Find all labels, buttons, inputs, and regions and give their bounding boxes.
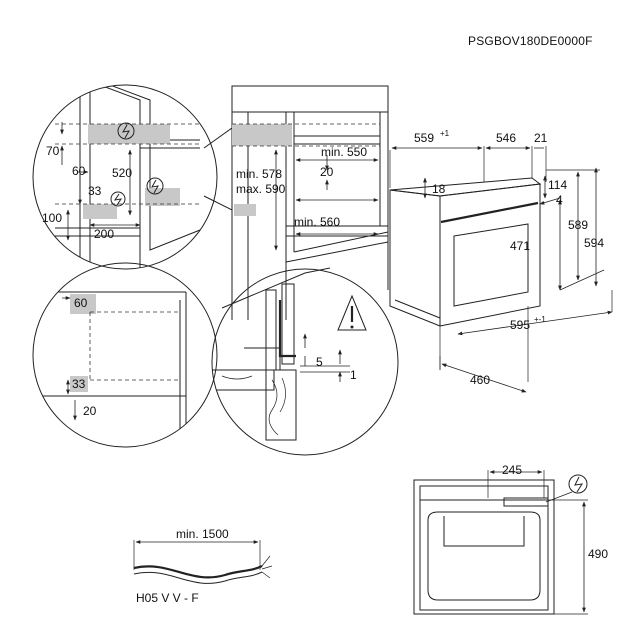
dim-label: 20 (320, 165, 334, 179)
dim-label: 100 (42, 211, 62, 225)
dim-label: +-1 (534, 315, 546, 324)
oven-diagram: 559 +1 546 21 18 114 4 471 589 594 595 +… (389, 129, 613, 393)
corner-detail: 60 33 20 (32, 262, 218, 448)
dim-label: 5 (316, 355, 323, 369)
mounting-detail: 5 1 (211, 267, 399, 456)
dim-label: 595 (510, 318, 530, 332)
document-code: PSGBOV180DE0000F (468, 34, 593, 48)
dim-label: min. 550 (321, 145, 367, 159)
electric-connection-icon (146, 177, 164, 195)
dim-label: 70 (46, 144, 60, 158)
dim-label: 33 (88, 184, 102, 198)
cable-diagram: min. 1500 H05 V V - F (133, 527, 273, 605)
dim-label: 60 (72, 164, 86, 178)
dim-label: 4 (556, 193, 563, 207)
dim-label: +1 (440, 129, 450, 138)
cabinet-diagram: min. 550 20 min. 578 max. 590 min. 560 (231, 85, 389, 320)
dim-label: 20 (83, 404, 97, 418)
dim-label: 1 (350, 368, 357, 382)
dim-label: 114 (548, 178, 567, 192)
dim-label: 60 (74, 296, 88, 310)
dim-label: max. 590 (236, 182, 286, 196)
dim-label: 471 (510, 239, 530, 253)
dim-label: 520 (112, 166, 132, 180)
electric-connection-icon (568, 474, 588, 494)
dim-label: 594 (584, 236, 604, 250)
electric-connection-icon (117, 122, 135, 140)
cable-type-label: H05 V V - F (136, 591, 199, 605)
zoom-connector (203, 127, 233, 211)
dim-label: 21 (534, 131, 548, 145)
niche-detail: 70 60 520 33 100 200 (32, 84, 218, 270)
dim-label: 245 (502, 463, 522, 477)
dim-label: min. 560 (294, 215, 340, 229)
dim-label: 589 (568, 218, 588, 232)
dim-label: 559 (414, 131, 434, 145)
electric-connection-icon (110, 191, 126, 207)
dim-label: 546 (496, 131, 516, 145)
dim-label: min. 578 (236, 167, 282, 181)
dim-label: 33 (72, 377, 86, 391)
cable-length-label: min. 1500 (176, 527, 229, 541)
dim-label: 200 (94, 227, 114, 241)
dim-label: 490 (588, 547, 608, 561)
warning-icon (337, 294, 367, 331)
dim-label: 18 (432, 182, 446, 196)
rear-view-diagram: 245 490 (413, 463, 608, 615)
dim-label: 460 (470, 373, 490, 387)
